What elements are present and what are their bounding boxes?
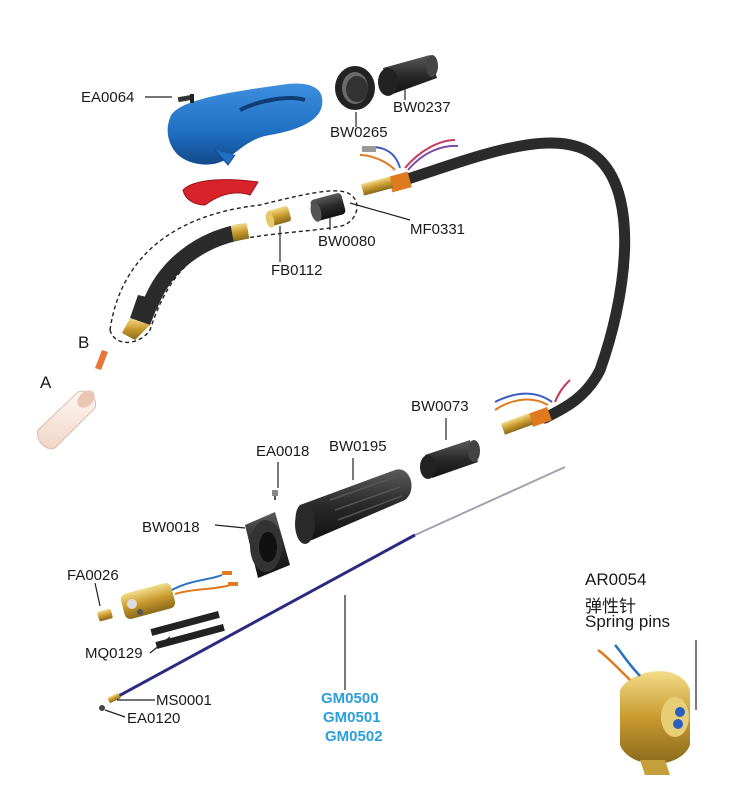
label-bw0073: BW0073: [411, 398, 469, 415]
label-gm0501: GM0501: [323, 709, 381, 726]
bushing-fb0112: [265, 206, 292, 228]
handle-shell: [167, 83, 323, 166]
small-nut: [97, 608, 113, 622]
sleeves-mq0129: [150, 611, 225, 649]
liner: [114, 533, 416, 700]
liner-end: [414, 466, 566, 536]
screw-ea0064: [177, 94, 194, 103]
nut-bw0018: [245, 512, 290, 578]
connector-ar0054: [597, 644, 690, 775]
label-mf0331: MF0331: [410, 221, 466, 238]
label-b: B: [78, 333, 90, 352]
ring-bw0265: [335, 66, 375, 110]
power-cable: [389, 137, 631, 424]
label-bw0018: BW0018: [142, 519, 200, 536]
label-ar0054-cn: 弹性针: [585, 597, 636, 617]
dashed-group-outline: [109, 190, 358, 344]
label-ar0054-en: Spring pins: [585, 612, 671, 631]
label-fa0026: FA0026: [67, 567, 119, 584]
label-gm0502: GM0502: [325, 728, 383, 745]
nozzle: [37, 390, 97, 450]
label-bw0080: BW0080: [318, 233, 376, 250]
cable-end-top: [359, 139, 459, 196]
label-ms0001: MS0001: [156, 692, 212, 709]
screw-ea0018: [272, 490, 278, 500]
leader-lines: [94, 85, 697, 718]
neck-brass-end: [230, 222, 250, 242]
label-ar0054: AR0054: [585, 570, 647, 589]
label-ea0120: EA0120: [127, 710, 181, 727]
sleeve-bw0237: [378, 55, 438, 96]
sleeve-bw0073: [420, 440, 480, 479]
label-gm0500: GM0500: [321, 690, 379, 707]
connector-bw0080: [310, 193, 346, 222]
body-bw0195: [295, 469, 412, 544]
label-fb0112: FB0112: [271, 262, 323, 279]
label-mq0129: MQ0129: [85, 645, 143, 662]
trigger: [182, 179, 259, 206]
label-ea0064: EA0064: [81, 89, 135, 106]
label-ea0018: EA0018: [256, 443, 310, 460]
cable-end-bottom: [494, 379, 571, 435]
swan-neck: [142, 224, 248, 313]
label-a: A: [40, 373, 52, 392]
label-bw0265: BW0265: [330, 124, 388, 141]
liner-fittings: [99, 692, 121, 711]
neck-tip-end: [122, 295, 160, 340]
label-bw0237: BW0237: [393, 99, 451, 116]
label-bw0195: BW0195: [329, 438, 387, 455]
contact-tip: [95, 350, 108, 370]
connector-fa0026: [120, 571, 238, 619]
